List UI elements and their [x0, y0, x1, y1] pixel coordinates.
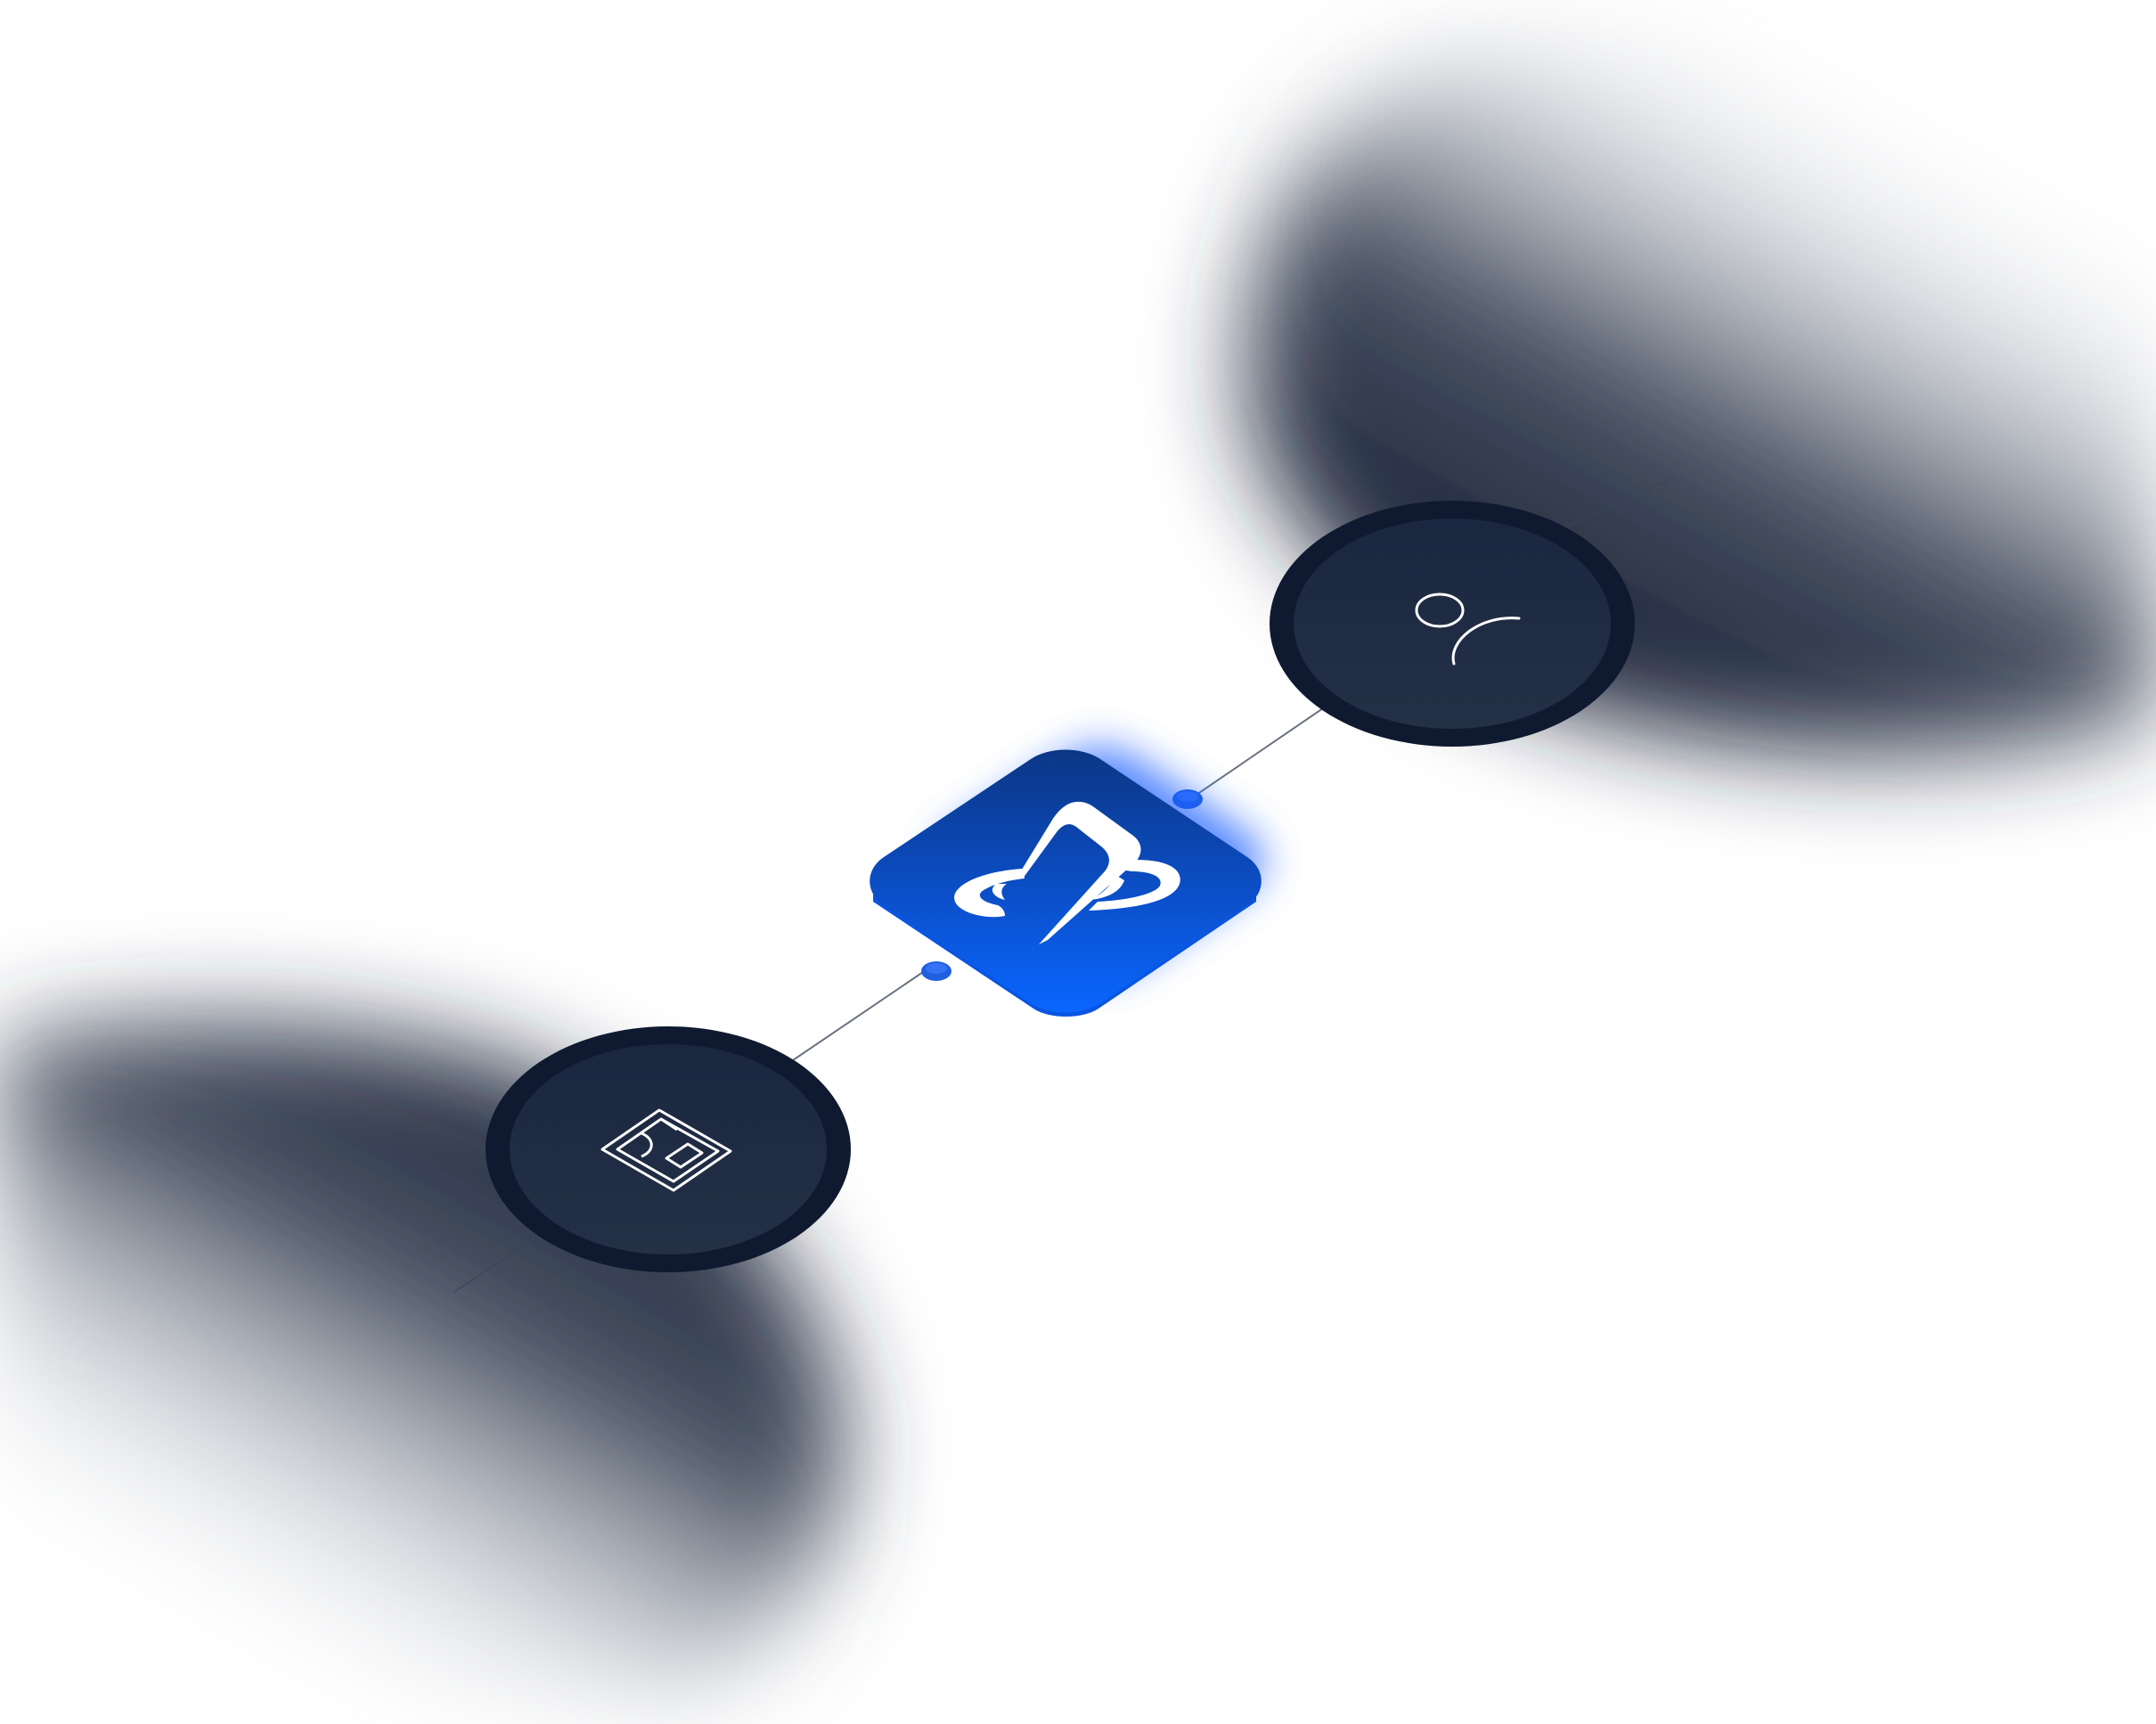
user-node[interactable]: [1270, 501, 1635, 747]
sim-chip-icon: [600, 1108, 732, 1192]
connector-line-bottom-left-outer: [453, 1238, 535, 1293]
hub-node[interactable]: [870, 749, 1262, 1017]
sim-node[interactable]: [486, 1026, 851, 1272]
user-icon: [1415, 592, 1521, 666]
saturn-planet-icon: [954, 801, 1180, 944]
connector-dot-bottom: [921, 961, 951, 981]
connector-hub-to-user: [1193, 707, 1324, 797]
connector-line-top-right-outer: [1549, 476, 1676, 535]
connector-hub-to-sim: [792, 966, 932, 1061]
